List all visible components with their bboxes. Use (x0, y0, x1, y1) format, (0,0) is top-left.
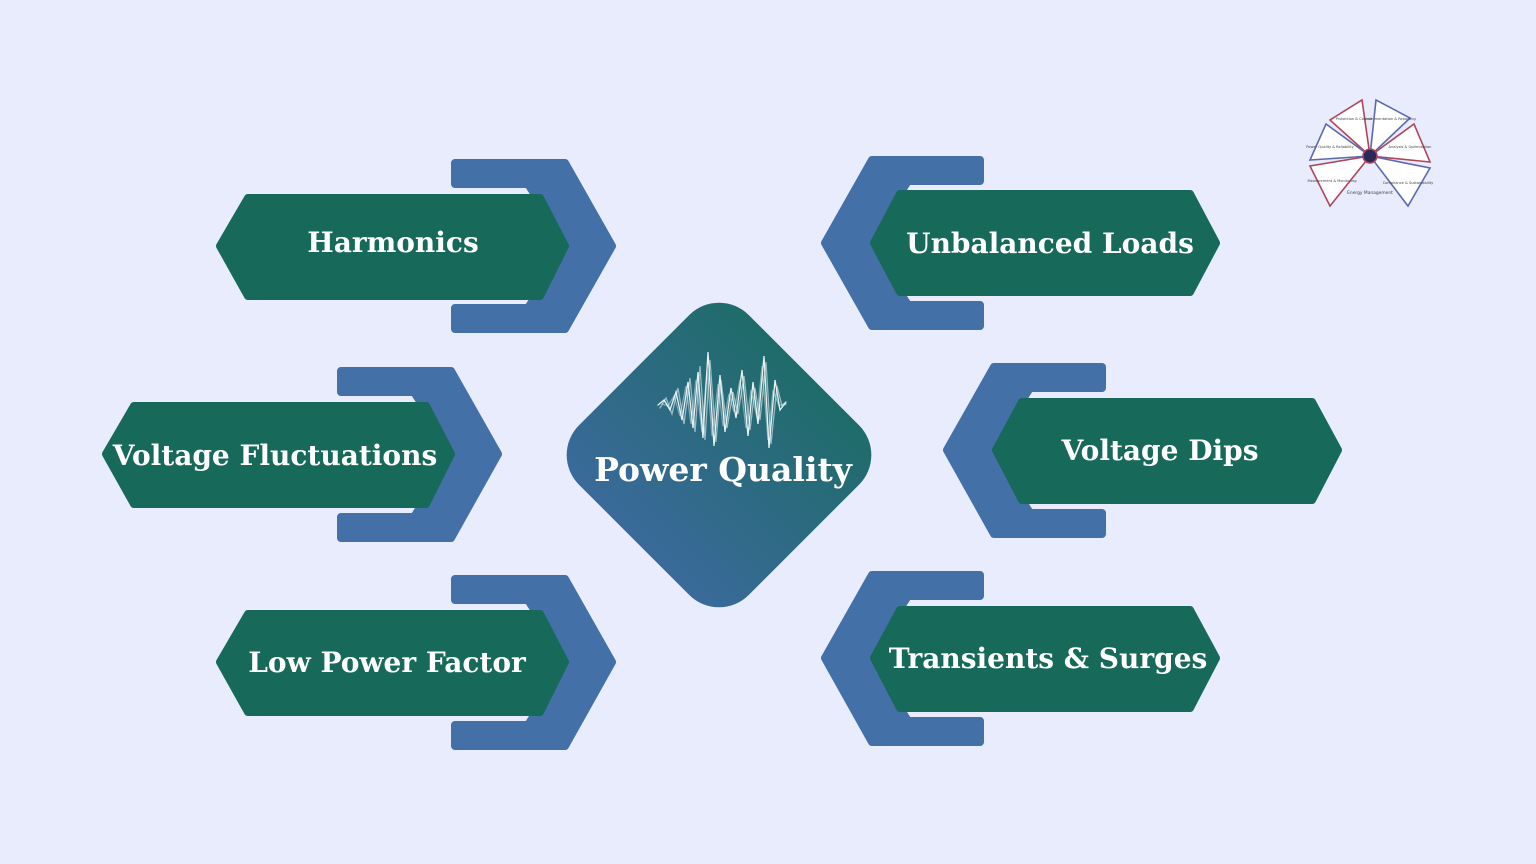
logo-segment (1308, 154, 1372, 208)
label-hexagon (216, 194, 569, 300)
chevron-backing (337, 367, 502, 542)
logo-segment (1368, 154, 1432, 208)
issue-label: Low Power Factor (248, 646, 527, 679)
chevron-backing (451, 575, 616, 750)
issue-label: Voltage Dips (1061, 434, 1259, 467)
logo-center-hub (1362, 148, 1378, 164)
logo-segment (1328, 98, 1372, 159)
logo-segment (1368, 98, 1412, 159)
label-hexagon (870, 606, 1220, 712)
label-hexagon (102, 402, 455, 508)
center-node: Power Quality (566, 302, 872, 608)
chevron-backing (943, 363, 1106, 538)
issue-label: Unbalanced Loads (906, 227, 1194, 260)
logo-segment (1308, 122, 1373, 161)
logo-center-label: Energy Management (1347, 190, 1393, 196)
issue-voltage-dips: Voltage Dips (943, 363, 1342, 538)
logo-label: Power Quality & Reliability (1306, 145, 1354, 149)
chevron-backing (451, 159, 616, 333)
logo-label: Analysis & Optimization (1389, 145, 1432, 149)
logo-label: Protection & Control (1336, 117, 1372, 121)
issue-voltage-fluctuations: Voltage Fluctuations (102, 367, 502, 542)
logo-segment (1367, 122, 1432, 163)
issue-transients-surges: Transients & Surges (821, 571, 1220, 746)
issue-label: Harmonics (307, 226, 478, 259)
issue-label: Transients & Surges (889, 642, 1208, 675)
issue-harmonics: Harmonics (216, 159, 616, 333)
label-hexagon (992, 398, 1342, 504)
chevron-backing (821, 156, 984, 330)
issue-low-power-factor: Low Power Factor (216, 575, 616, 750)
energy-management-logo: Protection & Control Instrumentation & R… (1306, 98, 1434, 208)
logo-label: Instrumentation & Reporting (1364, 117, 1415, 121)
label-hexagon (216, 610, 569, 716)
logo-label: Measurement & Monitoring (1308, 179, 1357, 183)
logo-label: Compliance & Sustainability (1383, 181, 1434, 185)
chevron-backing (821, 571, 984, 746)
center-title: Power Quality (594, 450, 853, 489)
waveform-icon (657, 351, 787, 449)
issue-unbalanced-loads: Unbalanced Loads (821, 156, 1220, 330)
label-hexagon (870, 190, 1220, 296)
center-diamond (566, 302, 872, 608)
issue-label: Voltage Fluctuations (112, 439, 437, 472)
logo-labels: Protection & Control Instrumentation & R… (1306, 117, 1434, 196)
